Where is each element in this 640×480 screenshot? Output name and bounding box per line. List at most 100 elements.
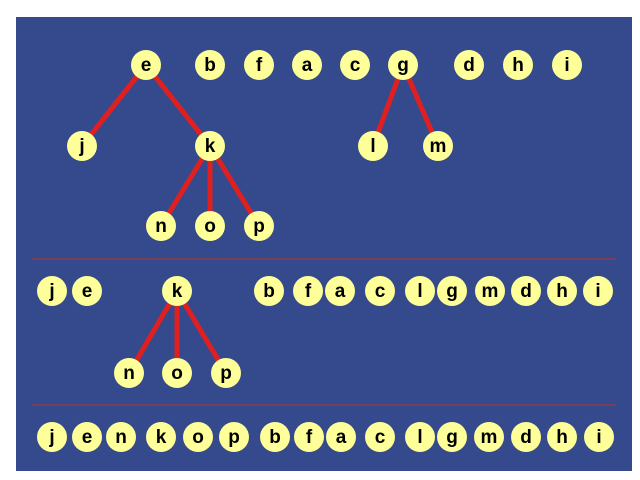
node-circle <box>475 276 505 306</box>
tree-node: b <box>195 50 225 80</box>
tree-node: j <box>67 131 97 161</box>
tree-node: m <box>423 131 453 161</box>
node-circle <box>106 422 136 452</box>
node-circle <box>547 422 577 452</box>
node-label: o <box>192 427 204 448</box>
tree-node: n <box>106 422 136 452</box>
tree-node: a <box>326 422 356 452</box>
node-circle <box>547 276 577 306</box>
node-label: d <box>520 281 532 302</box>
node-label: b <box>269 427 281 448</box>
node-circle <box>326 422 356 452</box>
node-circle <box>365 422 395 452</box>
tree-node: l <box>405 276 435 306</box>
node-label: m <box>482 281 499 302</box>
node-circle <box>583 276 613 306</box>
tree-node: k <box>146 422 176 452</box>
node-circle <box>67 131 97 161</box>
node-label: f <box>306 427 313 448</box>
node-label: e <box>141 55 152 76</box>
tree-edge <box>80 63 148 148</box>
tree-node: k <box>162 276 192 306</box>
tree-edge <box>174 289 229 375</box>
node-circle <box>260 422 290 452</box>
tree-edge <box>207 144 262 228</box>
node-label: a <box>335 281 346 302</box>
node-label: m <box>430 136 447 157</box>
node-label: c <box>350 55 361 76</box>
tree-node: g <box>437 276 467 306</box>
node-label: n <box>115 427 127 448</box>
node-circle <box>244 211 274 241</box>
node-label: i <box>595 281 600 302</box>
tree-node: p <box>219 422 249 452</box>
node-circle <box>437 422 467 452</box>
tree-node: o <box>183 422 213 452</box>
node-label: c <box>375 427 386 448</box>
tree-node: m <box>474 422 504 452</box>
node-label: i <box>596 427 601 448</box>
node-circle <box>195 50 225 80</box>
node-label: o <box>204 216 216 237</box>
node-circle <box>511 276 541 306</box>
node-circle <box>437 276 467 306</box>
tree-node: g <box>388 50 418 80</box>
node-circle <box>114 358 144 388</box>
tree-node: l <box>405 422 435 452</box>
tree-node: h <box>503 50 533 80</box>
tree-node: c <box>365 276 395 306</box>
tree-node: f <box>244 50 274 80</box>
tree-node: e <box>131 50 161 80</box>
node-circle <box>423 131 453 161</box>
node-circle <box>293 276 323 306</box>
tree-node: d <box>511 422 541 452</box>
node-circle <box>131 50 161 80</box>
node-label: f <box>305 281 312 302</box>
node-circle <box>294 422 324 452</box>
tree-node: c <box>340 50 370 80</box>
tree-node: i <box>552 50 582 80</box>
node-label: p <box>220 363 232 384</box>
node-circle <box>503 50 533 80</box>
tree-node: f <box>293 276 323 306</box>
tree-node: f <box>294 422 324 452</box>
node-label: h <box>556 281 568 302</box>
tree-node: m <box>475 276 505 306</box>
node-label: m <box>481 427 498 448</box>
tree-node: e <box>72 276 102 306</box>
node-circle <box>211 358 241 388</box>
node-circle <box>358 131 388 161</box>
node-label: h <box>556 427 568 448</box>
node-label: j <box>78 136 84 157</box>
tree-node: p <box>211 358 241 388</box>
tree-node: p <box>244 211 274 241</box>
tree-node: o <box>195 211 225 241</box>
node-circle <box>405 422 435 452</box>
node-circle <box>340 50 370 80</box>
node-circle <box>146 211 176 241</box>
node-circle <box>388 50 418 80</box>
tree-node: j <box>37 276 67 306</box>
node-label: c <box>375 281 386 302</box>
node-circle <box>162 358 192 388</box>
node-label: b <box>204 55 216 76</box>
node-circle <box>37 422 67 452</box>
tree-node: a <box>325 276 355 306</box>
node-circle <box>183 422 213 452</box>
tree-node: g <box>437 422 467 452</box>
node-label: g <box>446 281 458 302</box>
node-label: n <box>155 216 167 237</box>
node-circle <box>219 422 249 452</box>
tree-node: d <box>454 50 484 80</box>
node-label: a <box>336 427 347 448</box>
node-label: h <box>512 55 524 76</box>
tree-node: h <box>547 422 577 452</box>
tree-edge <box>144 63 212 148</box>
tree-node: b <box>260 422 290 452</box>
node-circle <box>244 50 274 80</box>
tree-node: b <box>254 276 284 306</box>
tree-node: o <box>162 358 192 388</box>
tree-node: d <box>511 276 541 306</box>
